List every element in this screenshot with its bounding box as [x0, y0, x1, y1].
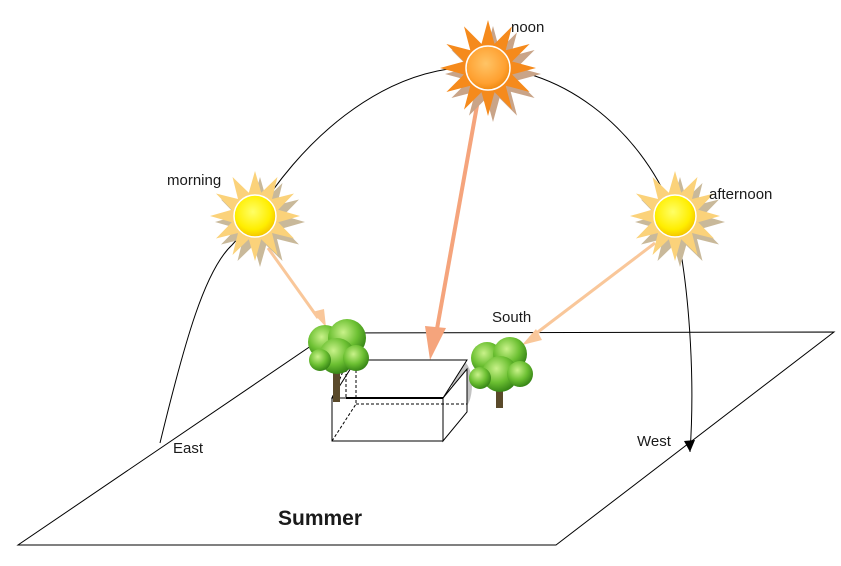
sun-core: [233, 194, 277, 238]
noon-beam-arrowhead: [425, 326, 446, 360]
sun-icon: [210, 171, 305, 267]
sun-core: [465, 45, 511, 91]
diagram-title: Summer: [278, 507, 362, 530]
sun-icon: [630, 171, 725, 267]
afternoon-beam: [529, 241, 656, 340]
tree-icon: [308, 319, 369, 402]
tree-icon: [469, 337, 533, 408]
house-icon: [331, 359, 468, 443]
south-label: South: [492, 309, 531, 326]
morning-label: morning: [167, 172, 221, 189]
west-label: West: [637, 433, 672, 450]
noon-beam: [433, 99, 480, 341]
afternoon-beam-arrowhead: [522, 329, 542, 345]
noon-label: noon: [511, 19, 544, 36]
sun-core: [653, 194, 697, 238]
sun-path-arrowhead: [684, 440, 695, 452]
morning-beam-arrowhead: [312, 309, 326, 327]
afternoon-label: afternoon: [709, 186, 772, 203]
east-label: East: [173, 440, 204, 457]
morning-beam: [266, 247, 320, 319]
sun-icon: [440, 20, 541, 122]
